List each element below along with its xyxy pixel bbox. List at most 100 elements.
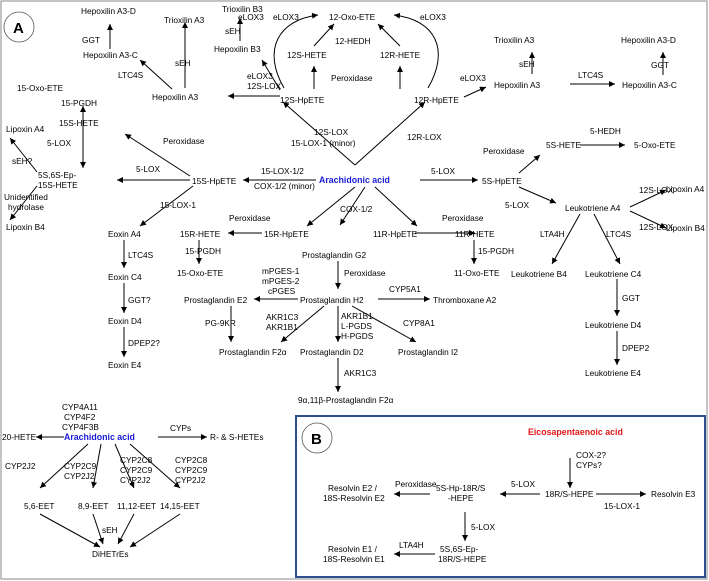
enzyme-cpges: cPGES [268,286,296,296]
enzyme-l-pgds: L-PGDS [341,321,372,331]
node-11-12-eet: 11,12-EET [117,501,156,511]
panel-b-box [295,415,706,578]
node-12r-hpete: 12R-HpETE [414,95,459,105]
node-resolvin-e2: Resolvin E2 / [328,483,378,493]
node-11-oxo-ete: 11-Oxo-ETE [454,268,500,278]
node-trioxilin-b3: Trioxilin B3 [222,4,263,14]
enzyme-ggt-q: GGT? [128,295,151,305]
enzyme-cyp4f3b: CYP4F3B [62,422,99,432]
enzyme-12r-lox: 12R-LOX [407,132,442,142]
node-trioxilin-a3-left: Trioxilin A3 [164,15,205,25]
panel-a-badge [3,11,35,43]
node-5s-hp-18rs: 5S-Hp-18R/S [436,483,486,493]
node-hepoxilin-a3-c-right: Hepoxilin A3-C [622,80,677,90]
enzyme-15-lox-1: 15-LOX-1 [160,200,196,210]
node-hepoxilin-a3-d-left: Hepoxilin A3-D [81,6,136,16]
enzyme-15-pgdh-right: 15-PGDH [478,246,514,256]
panel-b-badge [301,422,333,454]
enzyme-cox-12-minor: COX-1/2 (minor) [254,181,315,191]
enzyme-cyp8a1: CYP8A1 [403,318,435,328]
enzyme-cyp2j2-b: CYP2J2 [64,471,95,481]
enzyme-peroxidase-b: Peroxidase [395,479,437,489]
node-12s-hete: 12S-HETE [287,50,327,60]
node-hepoxilin-a3-left: Hepoxilin A3 [152,92,199,102]
node-15r-hete: 15R-HETE [180,229,221,239]
node-5s6s-ep-18rs: 5S,6S-Ep- [440,544,479,554]
enzyme-elox3-hr: eLOX3 [460,73,486,83]
enzyme-cyps: CYPs [170,423,191,433]
node-hepoxilin-a3-d-right: Hepoxilin A3-D [621,35,676,45]
node-prostaglandin-i2: Prostaglandin I2 [398,347,458,357]
enzyme-cyps-q: CYPs? [576,460,602,470]
enzyme-elox3-a3: eLOX3 [247,71,273,81]
node-eoxin-e4: Eoxin E4 [108,360,142,370]
node-5s6s-ep: 5S,6S-Ep- [38,170,77,180]
enzyme-akr1b1-center: AKR1B1 [341,311,373,321]
enzyme-5-lox-b1: 5-LOX [511,479,535,489]
node-lipoxin-a4-right: Lipoxin A4 [666,184,705,194]
node-leukotriene-b4: Leukotriene B4 [511,269,567,279]
enzyme-akr1c3-bottom: AKR1C3 [344,368,377,378]
enzyme-12s-lox-r2: 12S-LOX [639,222,674,232]
enzyme-cyp2c9-c: CYP2C9 [175,465,208,475]
node-5s6s-ep-18rs-line2: 18R/S-HEPE [438,554,487,564]
enzyme-seh-left: sEH [175,58,191,68]
enzyme-cyp4a11: CYP4A11 [62,402,98,412]
enzyme-15-lox-12: 15-LOX-1/2 [261,166,304,176]
enzyme-ggt-left: GGT [82,35,100,45]
node-hepoxilin-b3: Hepoxilin B3 [214,44,261,54]
enzyme-seh-b3: sEH [225,26,241,36]
node-5-oxo-ete: 5-Oxo-ETE [634,140,676,150]
enzyme-ltc4s-right: LTC4S [578,70,604,80]
enzyme-cyp2c8-a: CYP2C8 [120,455,153,465]
node-leukotriene-e4: Leukotriene E4 [585,368,641,378]
enzyme-5-lox-lt: 5-LOX [505,200,529,210]
node-r-s-hetes: R- & S-HETEs [210,432,263,442]
enzyme-peroxidase-11r: Peroxidase [442,213,484,223]
enzyme-15-pgdh-mid: 15-PGDH [185,246,221,256]
enzyme-cyp2c9-a: CYP2C9 [64,461,97,471]
node-arachidonic-acid-cyp: Arachidonic acid [64,432,135,442]
enzyme-peroxidase-15r: Peroxidase [229,213,271,223]
node-15-oxo-ete-left: 15-Oxo-ETE [17,83,64,93]
node-prostaglandin-e2: Prostaglandin E2 [184,295,248,305]
enzyme-elox3-right: eLOX3 [420,12,446,22]
node-prostaglandin-d2: Prostaglandin D2 [300,347,364,357]
labels-panel-a: 12-Oxo-ETE 12-HEDH 12S-HETE 12R-HETE Per… [4,4,705,405]
enzyme-ltc4s-lt: LTC4S [606,229,632,239]
enzyme-5-lox-b: 5-LOX [136,164,160,174]
node-5s-hp-18rs-line2: -HEPE [448,493,474,503]
enzyme-mpges-2: mPGES-2 [262,276,300,286]
node-lipoxin-a4-left: Lipoxin A4 [6,124,45,134]
node-leukotriene-a4: Leukotriene A4 [565,203,621,213]
node-15-oxo-ete-mid: 15-Oxo-ETE [177,268,224,278]
node-11r-hete: 11R-HETE [455,229,495,239]
enzyme-cyp4f2: CYP4F2 [64,412,96,422]
enzyme-pg-9kr: PG-9KR [205,318,236,328]
enzyme-seh-right: sEH [519,59,535,69]
node-hepoxilin-a3-right: Hepoxilin A3 [494,80,541,90]
node-prostaglandin-f2a: Prostaglandin F2α [219,347,287,357]
node-arachidonic-acid: Arachidonic acid [319,175,390,185]
enzyme-15-pgdh-left: 15-PGDH [61,98,97,108]
enzyme-elox3-b3: eLOX3 [238,12,264,22]
node-12r-hete: 12R-HETE [380,50,421,60]
node-lipoxin-b4-left: Lipoxin B4 [6,222,45,232]
enzyme-peroxidase-top: Peroxidase [331,73,373,83]
enzyme-5-lox-a: 5-LOX [47,138,71,148]
enzyme-mpges-1: mPGES-1 [262,266,300,276]
enzyme-12s-lox-a3: 12S-LOX [247,81,282,91]
enzyme-12s-lox: 12S-LOX [314,127,349,137]
enzyme-ltc4s-eoxin: LTC4S [128,250,154,260]
enzyme-dpep2-q: DPEP2? [128,338,160,348]
enzyme-seh-cyp: sEH [102,525,118,535]
enzyme-hydrolase: hydrolase [8,202,44,212]
enzyme-5-lox-b2: 5-LOX [471,522,495,532]
enzyme-lta4h-b: LTA4H [399,540,424,550]
node-prostaglandin-g2: Prostaglandin G2 [302,250,366,260]
enzyme-12-hedh: 12-HEDH [335,36,371,46]
node-5s-hpete: 5S-HpETE [482,176,522,186]
